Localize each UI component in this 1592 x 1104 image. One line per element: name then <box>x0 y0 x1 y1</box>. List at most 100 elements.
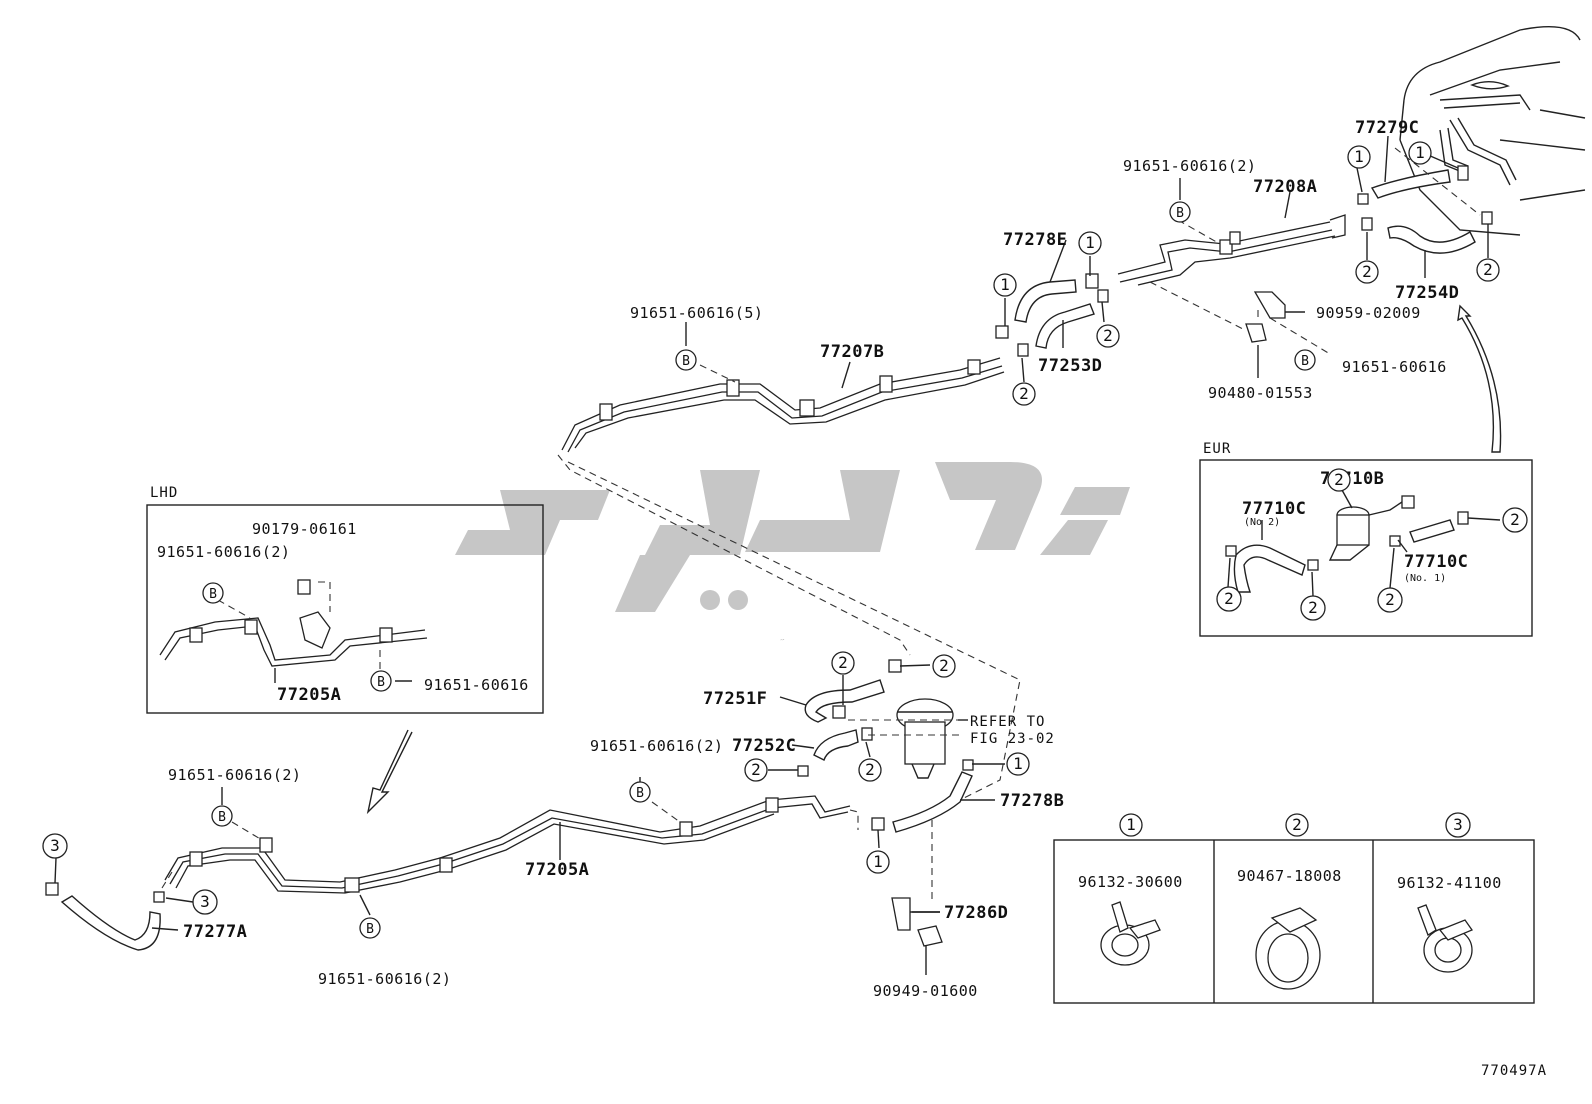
callout-number: 2 <box>939 656 949 675</box>
part-number-label: 90179-06161 <box>252 520 357 538</box>
bracket-77286D <box>891 897 943 947</box>
eur-arrow <box>1457 304 1502 453</box>
callout-circle <box>192 889 218 915</box>
part-number-label: 77208A <box>1253 177 1317 197</box>
lhd-arrow <box>366 729 413 815</box>
callout-number: 1 <box>1085 233 1095 252</box>
callout-number: B <box>366 922 374 937</box>
bolt-callout-icon <box>1294 349 1316 371</box>
part-number-label: 90959-02009 <box>1316 304 1421 322</box>
eur-part-note: (No 2) <box>1244 517 1280 528</box>
callout-circle <box>1327 468 1351 492</box>
part-number-label: 77207B <box>820 342 884 362</box>
callout-number: 2 <box>1362 262 1372 281</box>
callout-number: B <box>682 354 690 369</box>
callout-number: 2 <box>1334 470 1344 489</box>
part-number-label: 77205A <box>277 685 341 705</box>
eur-part-label: 77710C <box>1242 499 1306 519</box>
pipe-77208A <box>1117 214 1346 286</box>
pipe-77205A <box>164 795 859 894</box>
refer-label: REFER TO <box>970 714 1045 730</box>
leader-lines <box>54 135 1501 975</box>
bracket-group <box>1149 281 1331 355</box>
callout-circle <box>1347 145 1371 169</box>
hose-77278B <box>871 759 974 900</box>
callout-number: 2 <box>1308 598 1318 617</box>
part-number-label: 90480-01553 <box>1208 384 1313 402</box>
callout-number: 2 <box>1483 260 1493 279</box>
part-number-label: 77277A <box>183 922 247 942</box>
callout-number: 2 <box>1292 815 1302 834</box>
figure-code: 770497A <box>1481 1063 1547 1079</box>
lhd-box <box>146 504 544 714</box>
part-number-label: 77279C <box>1355 118 1419 138</box>
hose-77277A <box>45 871 173 951</box>
callout-number: 3 <box>50 836 60 855</box>
callout-number: 1 <box>1000 275 1010 294</box>
callout-circle <box>1300 595 1326 621</box>
part-number-label: 77251F <box>703 689 767 709</box>
callout-number: B <box>209 587 217 602</box>
clip-90467-18008-icon <box>1255 907 1321 990</box>
part-number-label: 91651-60616 <box>1342 358 1447 376</box>
callout-number: 1 <box>1126 815 1136 834</box>
watermark: کاوپارت <box>455 462 1130 641</box>
hose-77253D <box>1017 289 1109 357</box>
eur-part-note: (No. 1) <box>1404 573 1446 584</box>
callout-circle <box>42 833 68 859</box>
legend-table <box>1053 839 1535 1004</box>
legend-part-number: 90467-18008 <box>1237 867 1342 885</box>
hose-77254D <box>1361 211 1493 254</box>
refer-label: FIG 23-02 <box>970 731 1055 747</box>
part-number-label: 77252C <box>732 736 796 756</box>
callout-circle <box>831 651 855 675</box>
lhd-label: LHD <box>150 485 178 501</box>
callout-number: B <box>1301 354 1309 369</box>
callout-circle <box>1355 260 1379 284</box>
callout-number: 2 <box>1224 589 1234 608</box>
eur-part-label: 77710C <box>1404 552 1468 572</box>
clip-96132-30600-icon <box>1100 901 1161 966</box>
callout-circle <box>744 758 768 782</box>
callout-circle <box>866 850 890 874</box>
clip-96132-41100-icon <box>1417 904 1473 973</box>
dash-connector-1 <box>557 454 911 656</box>
part-number-label: 77253D <box>1038 356 1102 376</box>
part-number-label: 77205A <box>525 860 589 880</box>
callout-number: B <box>1176 206 1184 221</box>
callout-number: 1 <box>1415 143 1425 162</box>
callout-number: 1 <box>1013 754 1023 773</box>
callout-number: 2 <box>1103 326 1113 345</box>
hose-77278E <box>995 273 1099 339</box>
callout-circle <box>1476 258 1500 282</box>
part-number-label: 90949-01600 <box>873 982 978 1000</box>
part-number-label: 91651-60616(2) <box>1123 157 1256 175</box>
part-labels: 91651-60616(2) 77208A 77279C 77278E 9165… <box>150 118 1547 1079</box>
callout-number: 2 <box>751 760 761 779</box>
bolt-callout-icon <box>370 670 392 692</box>
callout-number: 1 <box>873 852 883 871</box>
part-number-label: 91651-60616(5) <box>630 304 763 322</box>
callout-number: 2 <box>1385 590 1395 609</box>
callout-circle <box>1285 813 1309 837</box>
callout-circle <box>1096 324 1120 348</box>
callout-circle <box>1408 141 1432 165</box>
part-number-label: 77254D <box>1395 283 1459 303</box>
callout-number: 2 <box>1510 510 1520 529</box>
part-number-label: 91651-60616(2) <box>590 737 723 755</box>
callout-circle <box>1006 752 1030 776</box>
callout-number: 2 <box>838 653 848 672</box>
callout-number: B <box>218 810 226 825</box>
bolt-callout-icon <box>359 917 381 939</box>
bolt-callout-icon <box>1169 201 1191 223</box>
callout-circle <box>1377 587 1403 613</box>
callout-number: 3 <box>200 892 210 911</box>
pipe-77207B <box>561 357 1005 453</box>
part-number-label: 91651-60616(2) <box>168 766 301 784</box>
callout-circle <box>932 654 956 678</box>
eur-box: EUR <box>1199 441 1533 637</box>
bolt-callout-icon <box>211 805 233 827</box>
part-number-label: 91651-60616(2) <box>157 543 290 561</box>
legend-part-number: 96132-41100 <box>1397 874 1502 892</box>
